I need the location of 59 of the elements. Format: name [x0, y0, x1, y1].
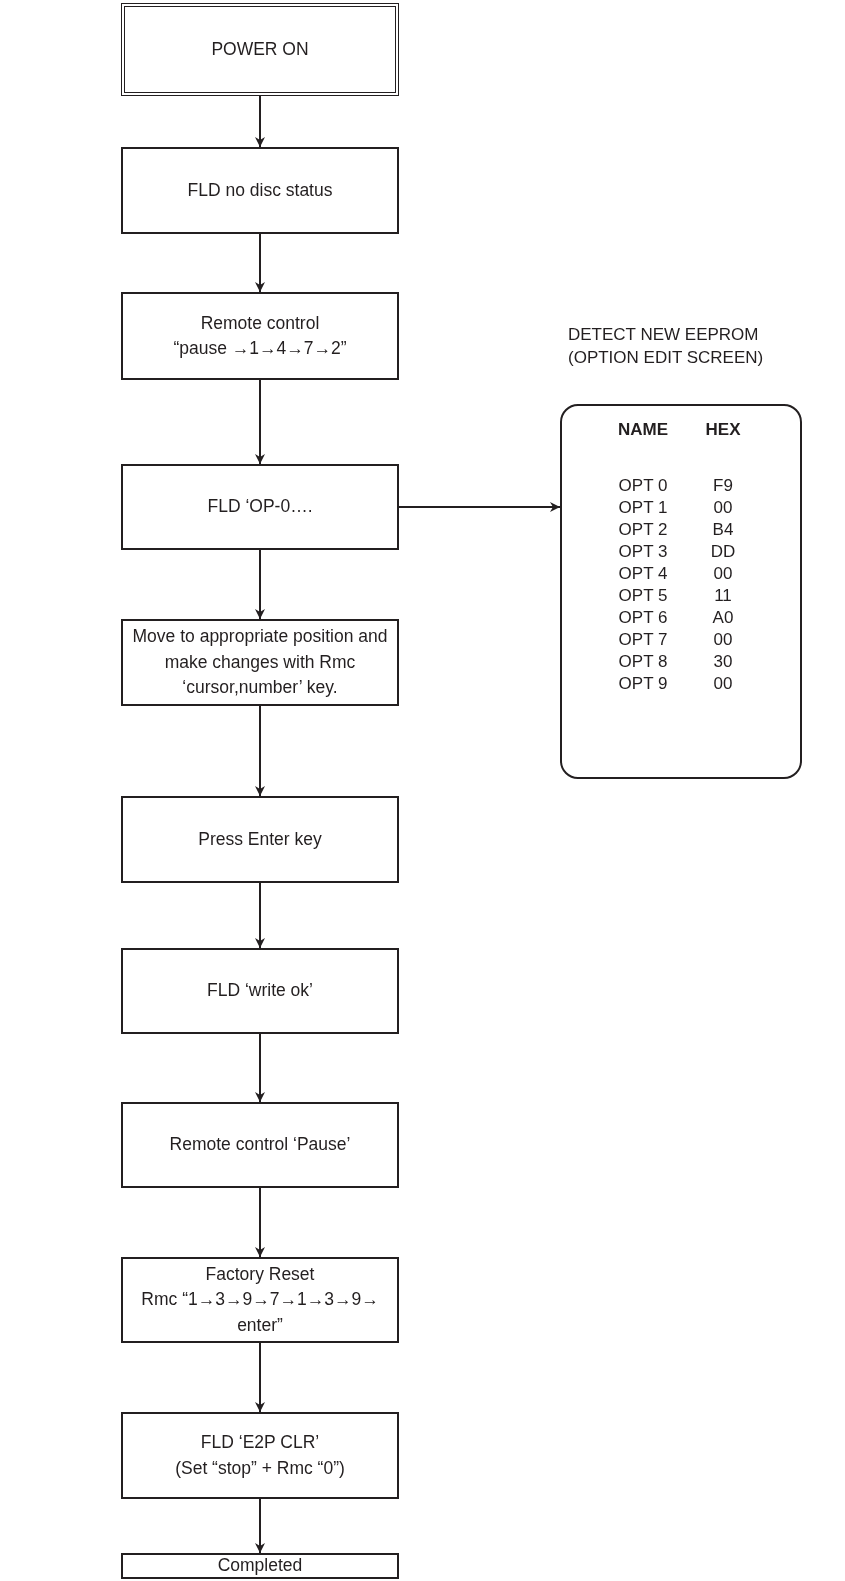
table-value: 00: [712, 674, 734, 694]
box-text: FLD ‘write ok’: [207, 979, 313, 1003]
process-box: [121, 1257, 399, 1343]
box-text: “pause →1→4→7→2”: [173, 337, 347, 360]
arrow: [255, 549, 265, 620]
process-box: [121, 464, 399, 550]
panel-title: DETECT NEW EEPROM (OPTION EDIT SCREEN): [568, 324, 765, 369]
box-text: Move to appropriate position and make changes with Rmc ‘cursor,number’ key.: [131, 625, 389, 700]
arrow: [255, 1342, 265, 1413]
process-box: [121, 1553, 399, 1579]
arrow: [255, 1498, 265, 1554]
process-box: [121, 796, 399, 883]
table-value: F9: [712, 476, 734, 496]
arrow: [255, 882, 265, 949]
box-text: Press Enter key: [198, 827, 322, 851]
process-box: [121, 1102, 399, 1188]
table-value: B4: [711, 520, 735, 540]
table-value: OPT 8: [617, 652, 669, 672]
table-value: OPT 1: [617, 498, 669, 518]
arrow: [255, 705, 265, 797]
table-value: OPT 6: [617, 608, 669, 628]
process-box: [121, 147, 399, 234]
arrow: [255, 233, 265, 293]
box-text: (Set “stop” + Rmc “0”): [175, 1456, 345, 1480]
box-text: FLD ‘E2P CLR’: [200, 1431, 320, 1455]
table-value: 00: [712, 630, 734, 650]
table-value: 30: [712, 652, 734, 672]
table-value: OPT 2: [617, 520, 669, 540]
table-value: OPT 4: [617, 564, 669, 584]
box-text: Completed: [217, 1554, 303, 1578]
table-value: OPT 0: [617, 476, 669, 496]
table-value: OPT 3: [617, 542, 669, 562]
arrow: [255, 1187, 265, 1258]
box-text: Remote control: [200, 311, 320, 335]
box-text: POWER ON: [211, 37, 309, 61]
process-box: [121, 619, 399, 706]
arrow: [255, 1033, 265, 1103]
column-header: HEX: [704, 420, 742, 440]
table-value: 00: [712, 564, 734, 584]
table-value: 11: [713, 586, 733, 606]
table-value: OPT 5: [617, 586, 669, 606]
start-box: [121, 3, 399, 96]
box-text: Rmc “1→3→9→7→1→3→9→ enter”: [140, 1288, 380, 1337]
table-value: OPT 7: [617, 630, 669, 650]
arrow: [255, 95, 265, 148]
table-value: 00: [712, 498, 734, 518]
box-text: FLD ‘OP-0….: [207, 495, 313, 519]
arrow: [398, 502, 561, 512]
table-value: OPT 9: [617, 674, 669, 694]
process-box: [121, 1412, 399, 1499]
process-box: [121, 948, 399, 1034]
table-value: A0: [711, 608, 735, 628]
box-text: Factory Reset: [205, 1262, 315, 1286]
process-box: [121, 292, 399, 380]
box-text: FLD no disc status: [187, 178, 333, 202]
table-value: DD: [709, 542, 737, 562]
box-text: Remote control ‘Pause’: [169, 1133, 351, 1157]
column-header: NAME: [616, 420, 670, 440]
arrow: [255, 379, 265, 465]
